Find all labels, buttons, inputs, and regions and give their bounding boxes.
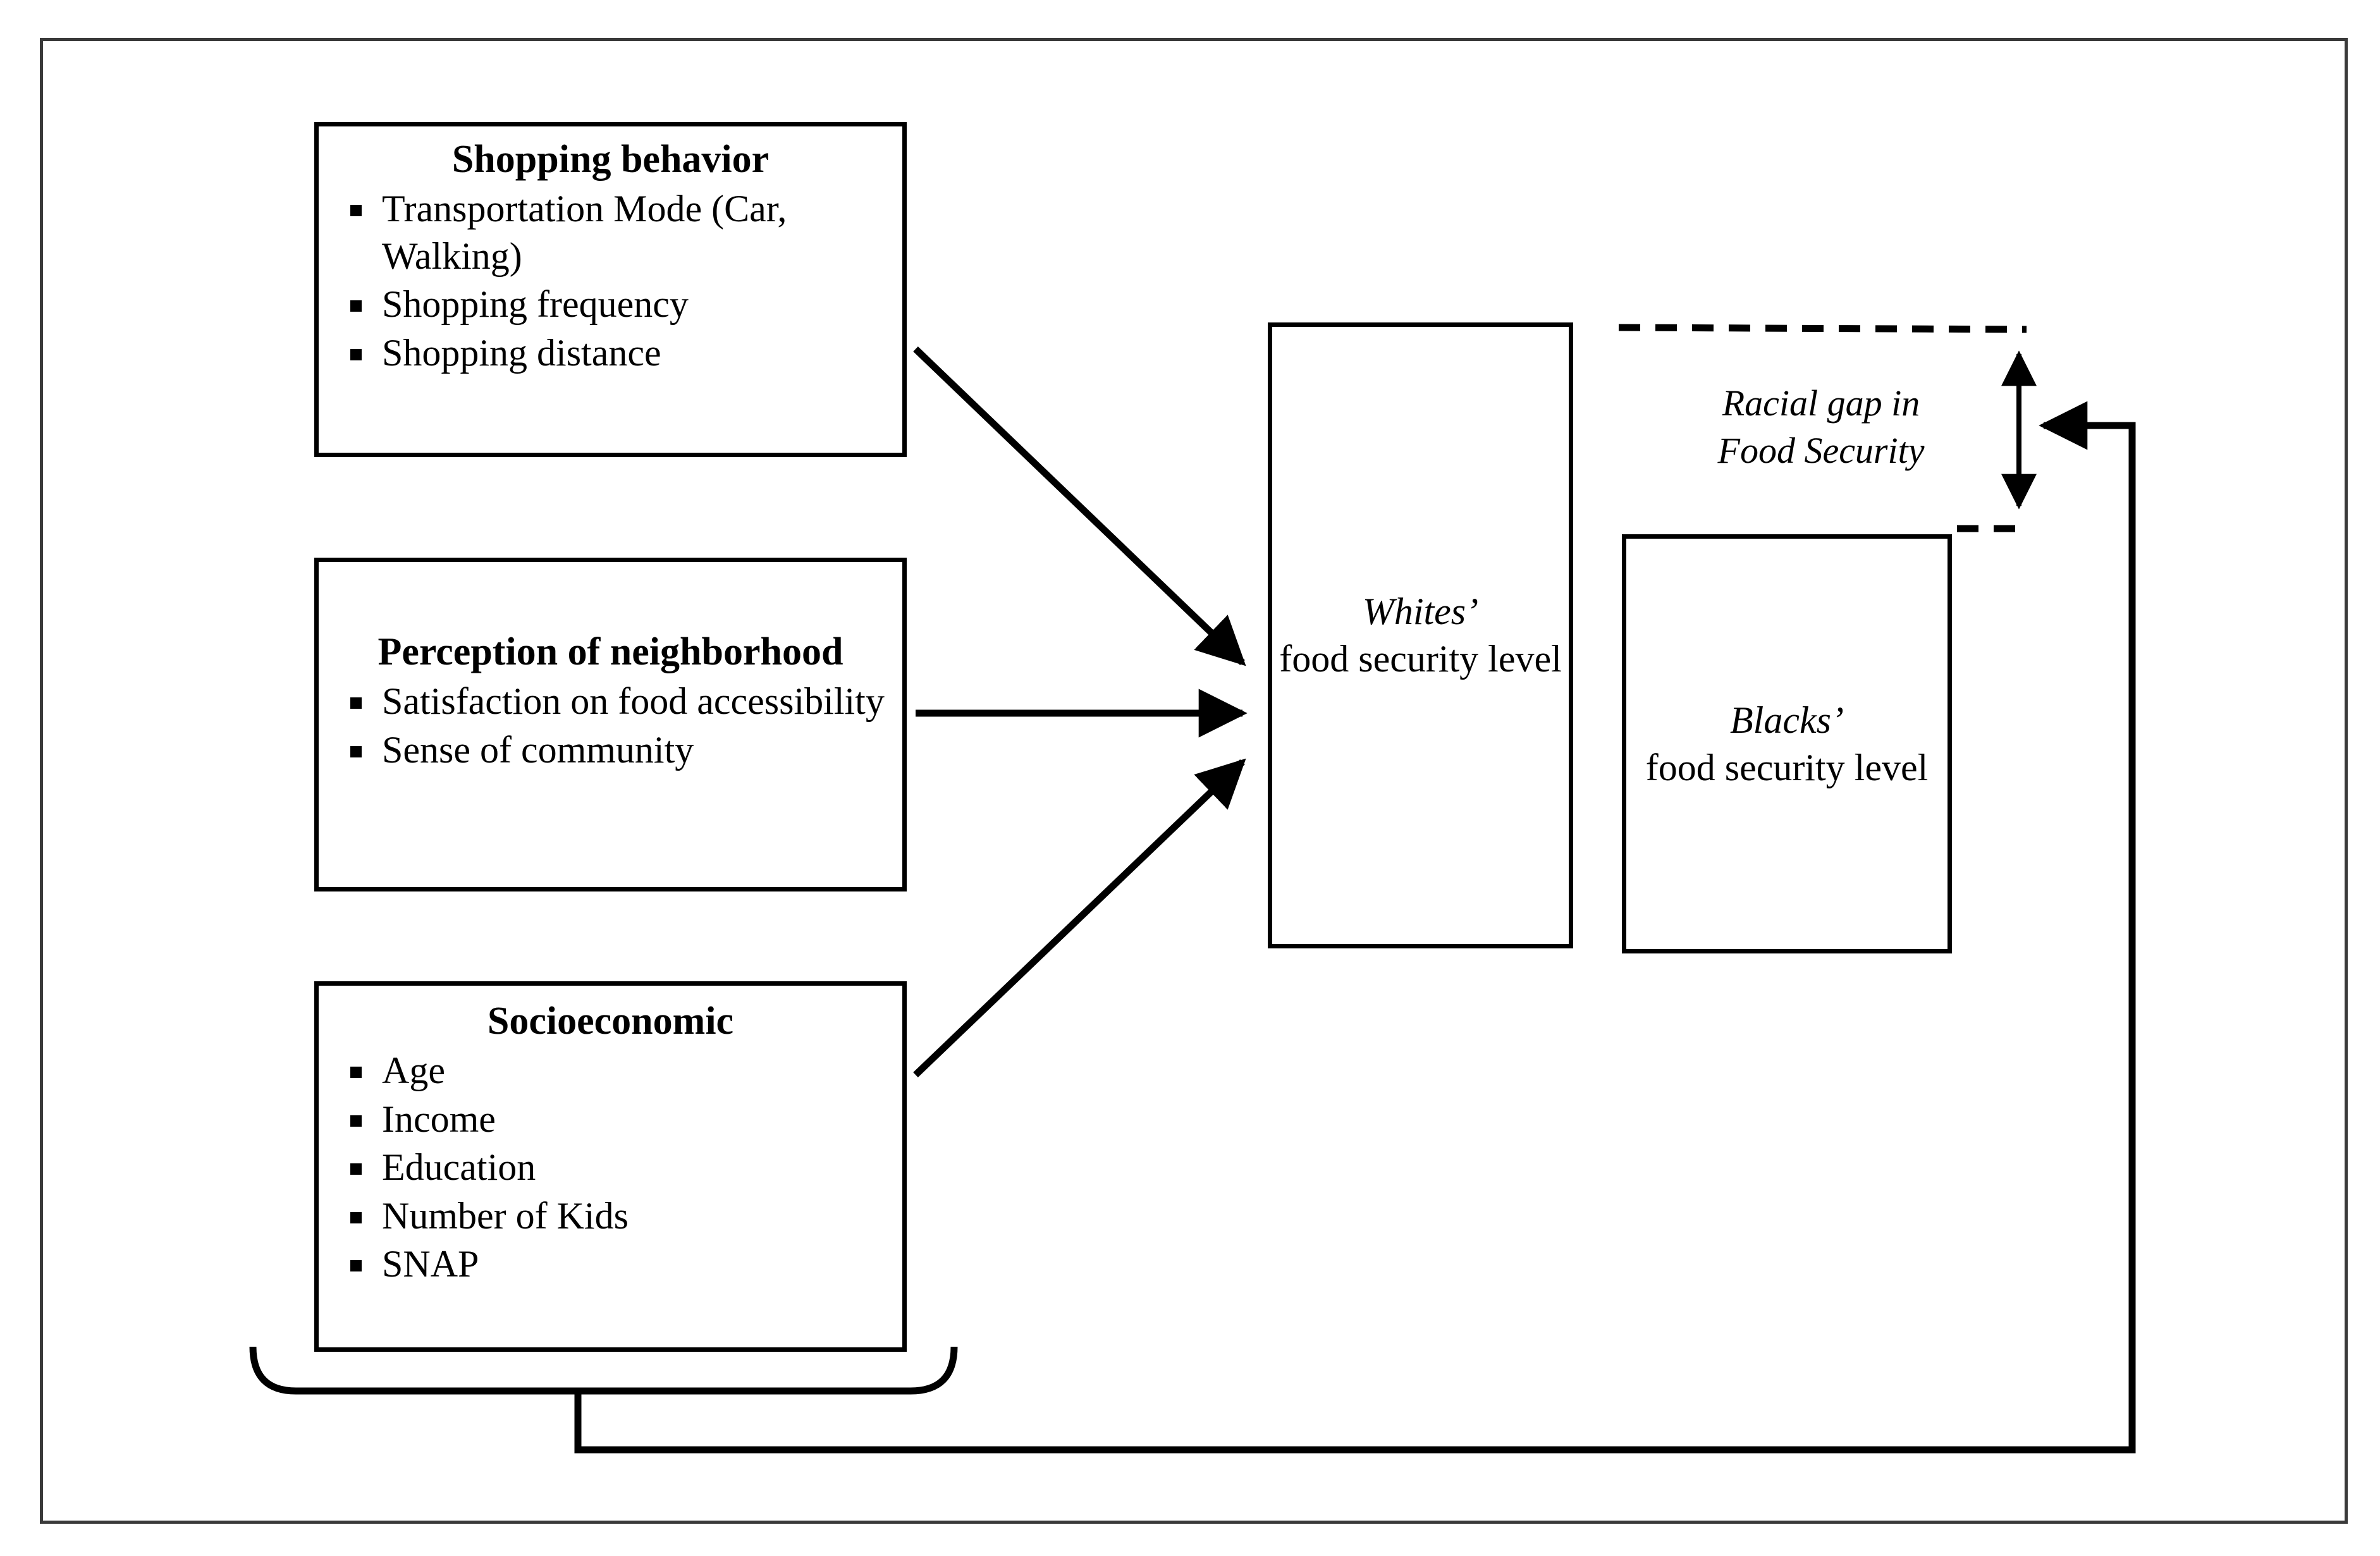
bullet-list-perception-of-neighborhood: Satisfaction on food accessibility Sense… xyxy=(319,678,902,773)
figure-outer-border xyxy=(40,38,2348,1524)
list-item: SNAP xyxy=(319,1241,902,1287)
racial-gap-line2: Food Security xyxy=(1717,430,1925,472)
predictor-box-socioeconomic: Socioeconomic Age Income Education Numbe… xyxy=(314,981,907,1352)
outcome-box-whites-food-security: Whites’ food security level xyxy=(1268,322,1573,948)
bullet-square-icon xyxy=(350,1115,362,1127)
bullet-square-icon xyxy=(350,745,362,757)
list-item: Age xyxy=(319,1047,902,1094)
list-item-label: SNAP xyxy=(382,1243,479,1285)
outcome-rest-whites: food security level xyxy=(1279,638,1562,680)
list-item-label: Income xyxy=(382,1098,496,1140)
list-item: Transportation Mode (Car, Walking) xyxy=(319,185,902,279)
list-item: Satisfaction on food accessibility xyxy=(319,678,902,725)
list-item-label: Number of Kids xyxy=(382,1194,629,1237)
list-item: Income xyxy=(319,1096,902,1142)
list-item-label: Shopping distance xyxy=(382,331,661,374)
box-title-socioeconomic: Socioeconomic xyxy=(487,1000,734,1043)
box-title-perception-of-neighborhood: Perception of neighborhood xyxy=(377,630,843,673)
list-item: Number of Kids xyxy=(319,1192,902,1239)
bullet-list-socioeconomic: Age Income Education Number of Kids SNAP xyxy=(319,1047,902,1287)
outcome-label-whites: Whites’ food security level xyxy=(1279,588,1562,683)
outcome-box-blacks-food-security: Blacks’ food security level xyxy=(1622,534,1952,953)
bullet-square-icon xyxy=(350,697,362,709)
bullet-square-icon xyxy=(350,1163,362,1175)
bullet-square-icon xyxy=(350,1211,362,1223)
bullet-square-icon xyxy=(350,205,362,217)
list-item: Shopping distance xyxy=(319,329,902,376)
list-item-label: Satisfaction on food accessibility xyxy=(382,680,885,723)
bullet-square-icon xyxy=(350,300,362,312)
list-item-label: Shopping frequency xyxy=(382,283,689,326)
bullet-square-icon xyxy=(350,348,362,360)
bullet-square-icon xyxy=(350,1260,362,1271)
list-item: Sense of community xyxy=(319,726,902,773)
racial-gap-annotation: Racial gap in Food Security xyxy=(1644,379,1998,475)
list-item: Education xyxy=(319,1144,902,1191)
list-item: Shopping frequency xyxy=(319,281,902,328)
predictor-box-shopping-behavior: Shopping behavior Transportation Mode (C… xyxy=(314,122,907,457)
list-item-label: Transportation Mode (Car, Walking) xyxy=(382,188,787,277)
box-title-shopping-behavior: Shopping behavior xyxy=(451,138,770,181)
outcome-possessive-blacks: Blacks’ xyxy=(1730,699,1844,741)
outcome-label-blacks: Blacks’ food security level xyxy=(1646,697,1929,792)
racial-gap-line1: Racial gap in xyxy=(1722,383,1920,424)
outcome-possessive-whites: Whites’ xyxy=(1362,591,1479,632)
outcome-rest-blacks: food security level xyxy=(1645,746,1929,788)
list-item-label: Age xyxy=(382,1050,445,1092)
bullet-list-shopping-behavior: Transportation Mode (Car, Walking) Shopp… xyxy=(319,185,902,376)
bullet-square-icon xyxy=(350,1067,362,1079)
list-item-label: Education xyxy=(382,1146,536,1189)
predictor-box-perception-of-neighborhood: Perception of neighborhood Satisfaction … xyxy=(314,558,907,891)
list-item-label: Sense of community xyxy=(382,728,694,771)
